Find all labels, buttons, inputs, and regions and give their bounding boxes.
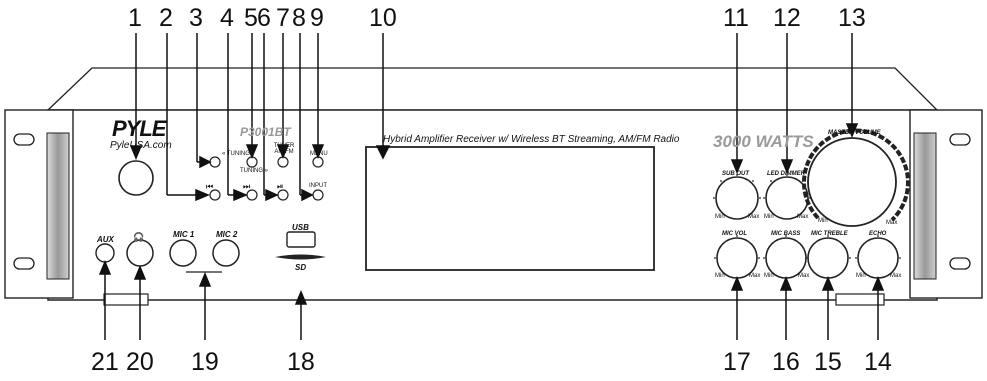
max-label: Max <box>886 220 898 226</box>
callout-13: 13 <box>838 4 866 32</box>
foot-left <box>103 293 149 306</box>
callout-20: 20 <box>126 348 154 376</box>
mic-treble-label: MIC TREBLE <box>811 231 848 237</box>
tuner-label: TUNER AM/FM <box>273 143 295 155</box>
volume-scale-arc <box>802 128 910 222</box>
max-label: Max <box>749 273 761 279</box>
prev-button <box>209 189 221 201</box>
headphone-icon: 🎧 <box>133 231 144 243</box>
master-volume-label: MASTER VOLUME <box>828 130 881 136</box>
power-rating: 3000 WATTS <box>713 132 814 151</box>
callout-18: 18 <box>287 348 315 376</box>
handle-left <box>46 132 70 280</box>
led-dimmer-knob <box>765 176 809 220</box>
echo-label: ECHO <box>869 231 887 237</box>
max-label: Max <box>890 273 902 279</box>
foot-right <box>835 293 885 306</box>
sd-slot <box>275 254 326 260</box>
power-button <box>118 160 154 196</box>
max-label: Max <box>748 214 760 220</box>
sd-label: SD <box>295 263 307 272</box>
usb-port <box>286 231 316 248</box>
callout-9: 9 <box>310 4 324 32</box>
callout-arrows <box>98 33 885 340</box>
handle-right <box>913 132 937 280</box>
callout-6: 6 <box>257 4 271 32</box>
sub-out-knob <box>715 176 759 220</box>
next-button <box>246 189 258 201</box>
min-label: Min <box>715 214 725 220</box>
min-label: Min <box>818 218 828 224</box>
mic1-jack <box>169 239 197 267</box>
lcd-display <box>365 146 655 271</box>
callout-17: 17 <box>723 348 751 376</box>
echo-knob <box>857 237 899 279</box>
chassis-top <box>46 67 939 111</box>
rack-hole <box>13 133 35 146</box>
mic-treble-knob <box>807 237 849 279</box>
callout-15: 15 <box>814 348 842 376</box>
mic-bass-knob <box>765 237 807 279</box>
play-pause-button <box>277 189 289 201</box>
input-button <box>312 189 324 201</box>
rack-hole <box>949 257 971 270</box>
input-label: INPUT <box>309 183 327 189</box>
website-label: PyleUSA.com <box>110 140 172 151</box>
callout-3: 3 <box>189 4 203 32</box>
callout-21: 21 <box>91 348 119 376</box>
min-label: Min <box>764 214 774 220</box>
led-dimmer-label: LED DIMMER <box>767 171 805 177</box>
callout-16: 16 <box>772 348 800 376</box>
callout-12: 12 <box>773 4 801 32</box>
min-label: Min <box>856 273 866 279</box>
callout-8: 8 <box>292 4 306 32</box>
callout-4: 4 <box>220 4 234 32</box>
mic2-jack <box>212 239 240 267</box>
callout-2: 2 <box>159 4 173 32</box>
max-label: Max <box>797 214 809 220</box>
display-caption: Hybrid Amplifier Receiver w/ Wireless BT… <box>383 134 680 145</box>
mic2-label: MIC 2 <box>216 230 238 239</box>
rack-hole <box>13 257 35 270</box>
callout-11: 11 <box>723 4 749 32</box>
callout-10: 10 <box>369 4 397 32</box>
mic-vol-knob <box>716 237 758 279</box>
rack-hole <box>949 133 971 146</box>
min-label: Min <box>715 273 725 279</box>
min-label: Min <box>764 273 774 279</box>
prev-icon: ⏮ <box>206 182 213 191</box>
knob-ticks <box>713 174 901 259</box>
callout-5: 5 <box>244 4 258 32</box>
mic-bass-label: MIC BASS <box>771 231 801 237</box>
callout-19: 19 <box>191 348 219 376</box>
model-label: P3001BT <box>240 125 291 139</box>
usb-label: USB <box>292 223 309 232</box>
mic-vol-label: MIC VOL <box>722 231 747 237</box>
aux-jack <box>95 243 115 263</box>
next-icon: ⏭ <box>243 182 250 191</box>
tuning-down-label: « TUNING <box>222 151 250 157</box>
callout-1: 1 <box>128 4 142 32</box>
sub-out-label: SUB OUT <box>722 171 749 177</box>
brand-logo: PYLE <box>112 116 166 141</box>
max-label: Max <box>798 273 810 279</box>
callout-7: 7 <box>276 4 290 32</box>
master-volume-knob <box>807 137 897 227</box>
mic1-label: MIC 1 <box>173 230 195 239</box>
tuning-up-label: TUNING » <box>240 168 269 174</box>
play-pause-icon: ⏯ <box>277 182 283 191</box>
menu-label: MENU <box>310 151 328 157</box>
callout-14: 14 <box>864 348 892 376</box>
headphone-jack <box>126 239 154 267</box>
aux-label: AUX <box>97 235 114 244</box>
